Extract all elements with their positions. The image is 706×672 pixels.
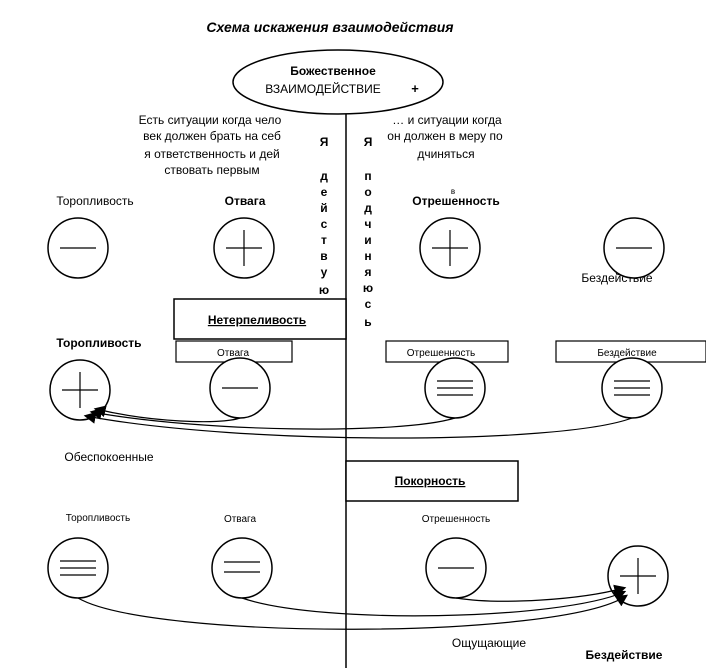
vertical-obey-letter: п (364, 169, 371, 183)
vertical-act-letter: е (321, 185, 328, 199)
divine-interaction-node (232, 49, 444, 115)
arrow-inaction-to-haste (83, 411, 633, 439)
row1-detach-label: Отрешенность (412, 194, 500, 208)
divine-node-plus-sign: + (411, 81, 419, 96)
row2-detach-label: Отрешенность (407, 348, 475, 359)
right-note: … и ситуации когда он должен в меру по д… (387, 113, 503, 161)
row3-detach-minus-icon (425, 537, 487, 599)
vertical-obey-letter: ч (365, 217, 372, 231)
left-note-line: ствовать первым (164, 163, 259, 177)
impatience-box (173, 298, 347, 340)
left-note: Есть ситуации когда чело век должен брат… (139, 113, 282, 177)
vertical-act-letter: Я (320, 135, 329, 149)
vertical-act: Я д е й с т в у ю (319, 135, 329, 297)
diagram-title: Схема искажения взаимодействия (206, 19, 453, 35)
row3-inaction-label: Бездействие (586, 648, 663, 662)
right-note-line: он должен в меру по (387, 129, 503, 143)
row1-courage-label: Отвага (225, 194, 266, 208)
vertical-obey-letter: н (364, 249, 371, 263)
vertical-obey-letter: о (364, 185, 371, 199)
row2-courage-minus-icon (209, 357, 271, 419)
row1-detach-plus-icon (419, 217, 481, 279)
vertical-act-letter: в (320, 249, 327, 263)
row3-inaction-plus-icon (607, 545, 669, 607)
arrow-detach-to-inaction (455, 584, 627, 602)
arrow-haste-to-inaction (77, 594, 629, 630)
row3-courage-label: Отвага (224, 514, 257, 525)
vertical-act-letter: й (320, 201, 327, 215)
vertical-obey-letter: ь (364, 315, 371, 329)
left-note-line: Есть ситуации когда чело (139, 113, 282, 127)
row2-inaction-equal-icon (601, 357, 663, 419)
row2-courage-label: Отвага (217, 348, 250, 359)
divine-node-line2: ВЗАИМОДЕЙСТВИЕ (265, 81, 381, 96)
vertical-obey: Я п о д ч и н я ю с ь (363, 135, 373, 329)
vertical-act-letter: у (321, 265, 328, 279)
vertical-obey-letter: я (364, 265, 371, 279)
row2-haste-plus-icon (49, 359, 111, 421)
feeling-label: Ощущающие (452, 636, 526, 650)
row2-detach-equal-icon (424, 357, 486, 419)
divine-node-line1: Божественное (290, 64, 376, 78)
obedience-box (345, 460, 519, 502)
obedience-label: Покорность (395, 474, 466, 488)
vertical-act-letter: д (320, 169, 328, 183)
arrow-detach-to-haste (89, 407, 456, 430)
vertical-obey-letter: Я (364, 135, 373, 149)
row1-haste-label: Торопливость (56, 194, 133, 208)
right-note-line: … и ситуации когда (392, 113, 502, 127)
row1-courage-plus-icon (213, 217, 275, 279)
row1-inaction-minus-icon (603, 217, 665, 279)
row3-courage-equal-icon (211, 537, 273, 599)
row2-arrows (83, 405, 633, 439)
vertical-obey-letter: и (364, 233, 371, 247)
impatience-label: Нетерпеливость (208, 313, 306, 327)
arrow-courage-to-haste (93, 405, 241, 423)
arrow-courage-to-inaction (241, 590, 627, 617)
row3-haste-equal-icon (47, 537, 109, 599)
row2-haste-label: Торопливость (56, 336, 141, 350)
left-note-line: век должен брать на себ (143, 129, 281, 143)
row3-arrows (77, 584, 629, 630)
row2-inaction-label: Бездействие (597, 348, 657, 359)
right-note-line: дчиняться (417, 147, 474, 161)
vertical-act-letter: с (321, 217, 328, 231)
anxious-label: Обеспокоенные (64, 450, 154, 464)
row3-haste-label: Торопливость (66, 513, 130, 524)
left-note-line: я ответственность и дей (144, 147, 279, 161)
vertical-obey-letter: ю (363, 281, 373, 295)
vertical-act-letter: ю (319, 283, 329, 297)
row1-detach-small-label: в (451, 187, 455, 196)
vertical-act-letter: т (321, 233, 327, 247)
vertical-obey-letter: д (364, 201, 372, 215)
row1-haste-minus-icon (47, 217, 109, 279)
row3-detach-label: Отрешенность (422, 514, 490, 525)
vertical-obey-letter: с (365, 297, 372, 311)
